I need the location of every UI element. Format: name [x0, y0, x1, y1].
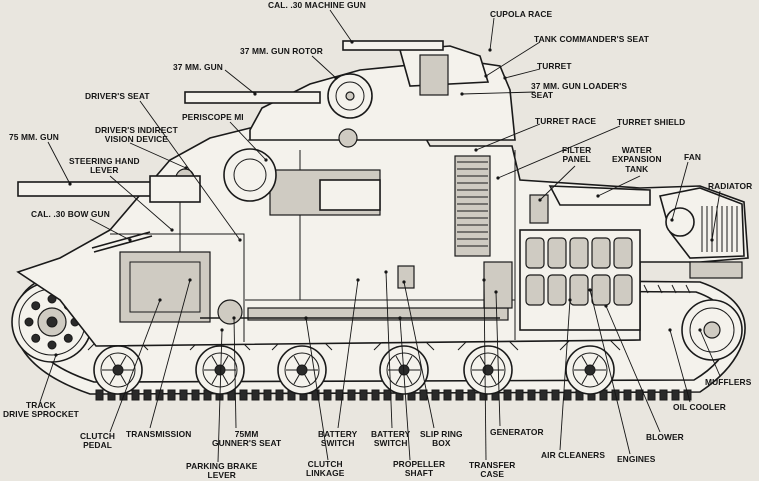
label-fan: FAN [684, 152, 702, 162]
label-transfer-case: TRANSFER CASE [469, 460, 516, 480]
turret [184, 40, 516, 148]
label-turret: TURRET [537, 61, 572, 71]
label-filter-panel: FILTER PANEL [562, 145, 592, 165]
label-37mm-gun: 37 MM. GUN [173, 62, 223, 72]
engine-compartment [519, 185, 745, 331]
label-slip-ring-box: SLIP RING BOX [420, 429, 463, 449]
label-75mm-gun: 75 MM. GUN [9, 132, 59, 142]
label-air-cleaners: AIR CLEANERS [541, 450, 606, 460]
label-37mm-gun-rotor: 37 MM. GUN ROTOR [240, 46, 323, 56]
label-parking-brake-lever: PARKING BRAKE LEVER [186, 461, 258, 481]
label-turret-race: TURRET RACE [535, 116, 597, 126]
label-clutch-linkage: CLUTCH LINKAGE [306, 459, 345, 479]
rear-idler [681, 299, 743, 361]
label-drivers-seat: DRIVER'S SEAT [85, 91, 150, 101]
label-engines: ENGINES [617, 454, 656, 464]
interior-details [119, 148, 513, 325]
label-75mm-gunners-seat: 75MM GUNNER'S SEAT [212, 429, 282, 449]
label-cal30-machine-gun: CAL. .30 MACHINE GUN [268, 0, 366, 10]
label-clutch-pedal: CLUTCH PEDAL [80, 431, 116, 451]
label-blower: BLOWER [646, 432, 684, 442]
label-battery-switch-1: BATTERY SWITCH [318, 429, 358, 449]
label-water-expansion-tank: WATER EXPANSION TANK [612, 145, 662, 174]
label-generator: GENERATOR [490, 427, 544, 437]
label-tank-commanders-seat: TANK COMMANDER'S SEAT [534, 34, 649, 44]
label-mufflers: MUFFLERS [705, 377, 752, 387]
bow-gun [91, 231, 153, 253]
gun-75mm [17, 175, 201, 203]
label-drivers-indirect-vision-device: DRIVER'S INDIRECT VISION DEVICE [95, 125, 178, 145]
label-37mm-gun-loaders-seat: 37 MM. GUN LOADER'S SEAT [531, 81, 628, 101]
label-cal30-bow-gun: CAL. .30 BOW GUN [31, 209, 110, 219]
leader-lines [39, 9, 721, 463]
label-cupola-race: CUPOLA RACE [490, 9, 553, 19]
label-radiator: RADIATOR [708, 181, 753, 191]
label-battery-switch-2: BATTERY SWITCH [371, 429, 411, 449]
road-wheels [87, 289, 621, 395]
label-periscope-mi: PERISCOPE MI [182, 112, 244, 122]
label-steering-hand-lever: STEERING HAND LEVER [69, 156, 140, 176]
label-oil-cooler: OIL COOLER [673, 402, 726, 412]
label-turret-shield: TURRET SHIELD [617, 117, 686, 127]
label-propeller-shaft: PROPELLER SHAFT [393, 459, 446, 479]
label-track-drive-sprocket: TRACK DRIVE SPROCKET [3, 400, 79, 420]
label-transmission: TRANSMISSION [126, 429, 192, 439]
